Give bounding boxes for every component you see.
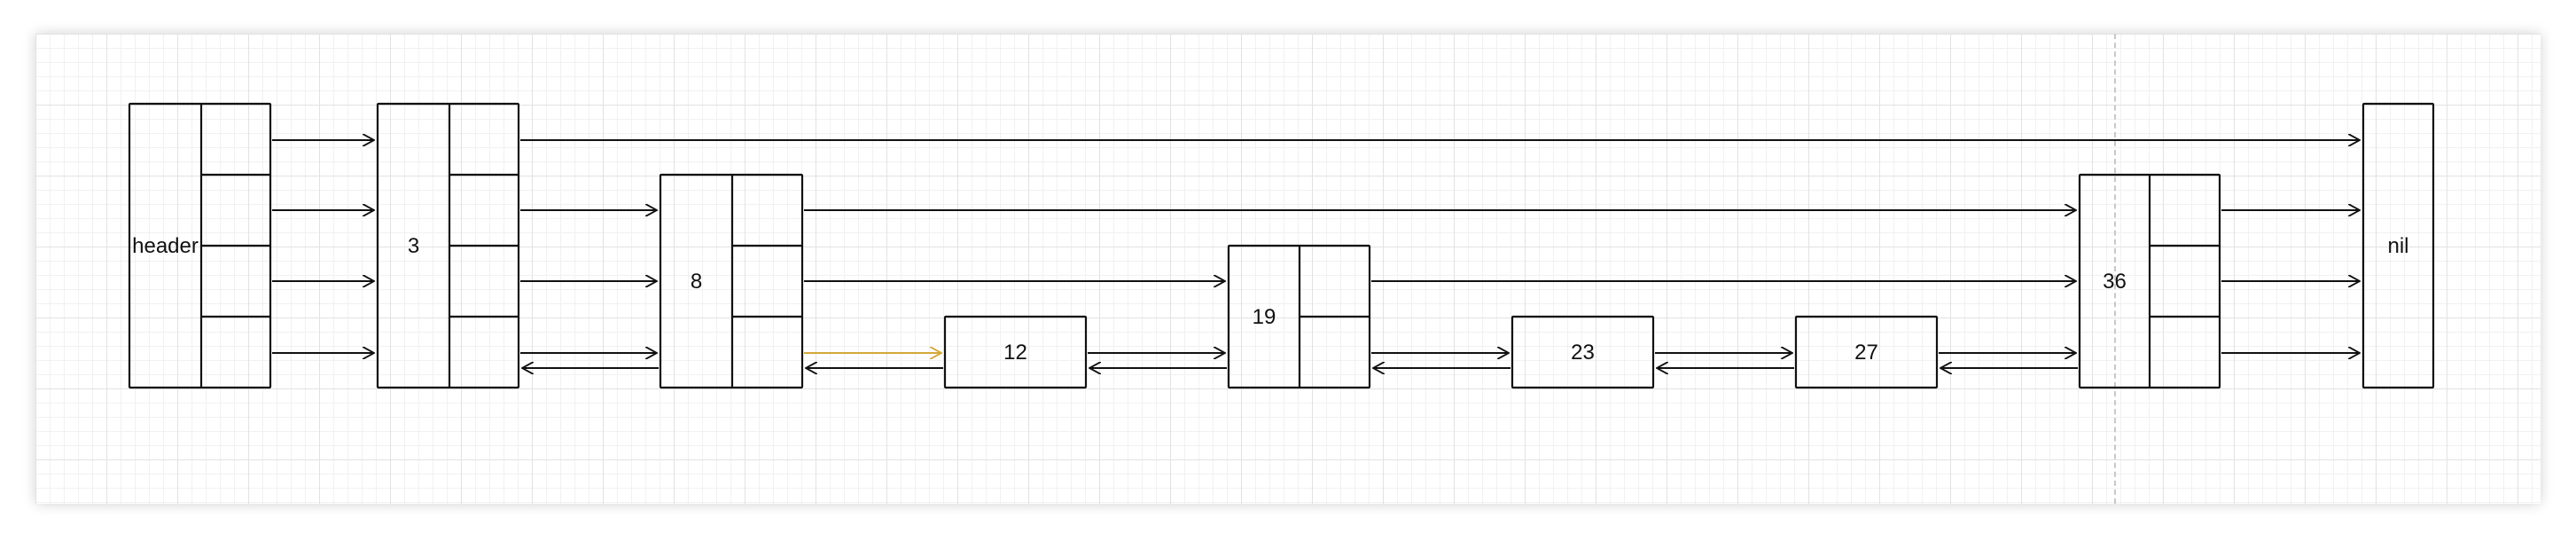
node-n36: 36 [2078, 173, 2221, 389]
node-box [2361, 102, 2435, 389]
page-break-divider [2114, 34, 2116, 504]
node-label: header [132, 234, 199, 258]
node-box [943, 315, 1088, 389]
node-label: 3 [408, 234, 419, 258]
node-box [1510, 315, 1655, 389]
node-n8: 8 [659, 173, 804, 389]
node-nil: nil [2361, 102, 2435, 389]
canvas-grid [35, 34, 2541, 504]
node-label: nil [2387, 234, 2408, 258]
node-label: 36 [2103, 270, 2127, 294]
node-n12: 12 [943, 315, 1088, 389]
node-n3: 3 [376, 102, 520, 389]
node-box [1794, 315, 1939, 389]
node-label: 27 [1854, 341, 1878, 365]
node-n23: 23 [1510, 315, 1655, 389]
node-n19: 19 [1227, 244, 1371, 389]
node-label: 8 [691, 270, 702, 294]
node-label: 12 [1003, 341, 1027, 365]
node-header: header [128, 102, 272, 389]
node-label: 19 [1253, 305, 1276, 329]
node-label: 23 [1571, 341, 1595, 365]
node-n27: 27 [1794, 315, 1939, 389]
